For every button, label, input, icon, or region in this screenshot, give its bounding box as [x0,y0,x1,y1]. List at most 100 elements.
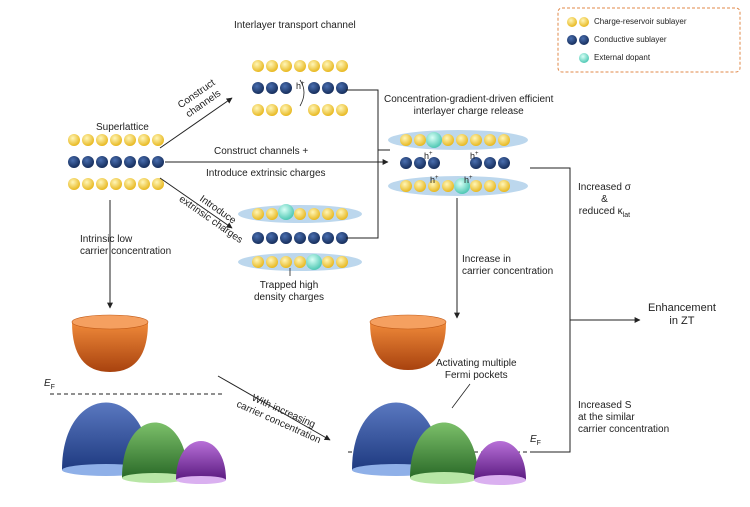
reservoir-atom [68,178,80,190]
conductive-atom [96,156,108,168]
label-activating-fermi: Activating multiple Fermi pockets [436,358,517,381]
legend-dopant-label: External dopant [594,53,651,62]
reservoir-atom [266,104,278,116]
reservoir-atom [266,60,278,72]
dopant-atom [306,254,322,270]
reservoir-atom [400,134,412,146]
label-concentration-gradient: Concentration-gradient-driven efficient … [384,94,554,117]
reservoir-atom [308,208,320,220]
reservoir-atom [138,134,150,146]
reservoir-atom [456,134,468,146]
conductive-atom [252,232,264,244]
reservoir-atom [470,134,482,146]
reservoir-atom [266,208,278,220]
conductive-atom [280,82,292,94]
label-construct-channels-plus: Construct channels + [214,146,309,157]
conductive-atom [308,82,320,94]
reservoir-atom [138,178,150,190]
reservoir-atom [280,104,292,116]
reservoir-atom [110,178,122,190]
conductive-atom [484,157,496,169]
reservoir-atom [294,60,306,72]
superlattice-combined [388,130,528,196]
reservoir-atom [252,256,264,268]
conductive-atom [252,82,264,94]
reservoir-atom [414,180,426,192]
conductive-atom [266,82,278,94]
label-interlayer-transport: Interlayer transport channel [234,20,356,31]
reservoir-atom [336,60,348,72]
label-introduce-extrinsic: Introduce extrinsic charges [206,168,326,179]
reservoir-atom [442,134,454,146]
reservoir-atom [498,180,510,192]
reservoir-atom [294,208,306,220]
conductive-atom [414,157,426,169]
label-hole-combined-1: h+ [424,151,433,161]
legend-conductive-label: Conductive sublayer [594,35,667,44]
conductive-atom [82,156,94,168]
reservoir-atom [336,104,348,116]
conductive-atom [322,82,334,94]
superlattice-left [68,134,164,190]
reservoir-atom [124,178,136,190]
reservoir-atom [428,180,440,192]
reservoir-atom [484,180,496,192]
legend-dopant-swatch [579,53,589,63]
conductive-atom [110,156,122,168]
label-hole-combined-2: h+ [470,151,479,161]
reservoir-atom [414,134,426,146]
bracket-results [530,167,571,453]
reservoir-atom [308,104,320,116]
label-trapped-high-density: Trapped high density charges [254,280,325,303]
conductive-atom [280,232,292,244]
label-intrinsic-low: Intrinsic low carrier concentration [80,234,172,257]
dopant-atom [278,204,294,220]
conductive-atom [336,82,348,94]
label-enhancement-zt: Enhancement in ZT [648,302,716,327]
pointer-fermi-pockets [451,383,471,409]
reservoir-atom [308,60,320,72]
legend-conductive-swatch [567,35,589,45]
reservoir-atom [400,180,412,192]
reservoir-atom [470,180,482,192]
reservoir-atom [96,178,108,190]
label-increase-carrier: Increase in carrier concentration [462,254,554,277]
conductive-atom [498,157,510,169]
reservoir-atom [280,256,292,268]
reservoir-atom [336,208,348,220]
reservoir-atom [294,256,306,268]
conductive-atom [266,232,278,244]
reservoir-atom [322,256,334,268]
conductive-atom [428,157,440,169]
conductive-atom [294,232,306,244]
reservoir-atom [124,134,136,146]
reservoir-atom [252,104,264,116]
reservoir-atom [484,134,496,146]
superlattice-trapped [238,204,362,271]
reservoir-atom [336,256,348,268]
reservoir-atom [322,60,334,72]
reservoir-atom [266,256,278,268]
reservoir-atom [68,134,80,146]
legend-box [557,7,741,73]
reservoir-atom [82,178,94,190]
reservoir-atom [152,178,164,190]
reservoir-atom [322,104,334,116]
conductive-atom [68,156,80,168]
conductive-atom [124,156,136,168]
dopant-atom [454,178,470,194]
reservoir-atom [252,208,264,220]
reservoir-atom [322,208,334,220]
legend-reservoir-swatch [567,17,589,27]
hole-transport-arc [299,79,305,107]
label-increased-sigma: Increased σ & reduced κlat [578,182,631,219]
label-hole-combined-4: h+ [464,175,473,185]
reservoir-atom [96,134,108,146]
conductive-atom [138,156,150,168]
band-pockets-left [62,402,226,484]
conductive-atom [400,157,412,169]
arrow-bands [217,375,331,441]
bowl-right [369,314,447,370]
label-increased-s: Increased S at the similar carrier conce… [578,400,670,435]
